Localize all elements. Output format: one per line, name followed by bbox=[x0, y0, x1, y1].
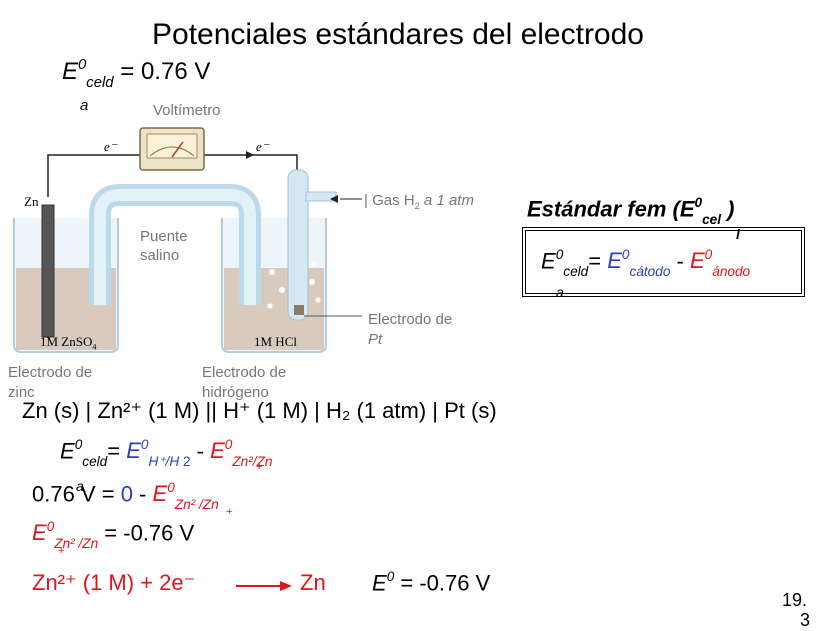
cell-potential: E0celd = 0.76 V bbox=[62, 56, 211, 92]
equation-2: 0.76 V = 0 - E0Zn² /Zn bbox=[32, 479, 219, 512]
gas-arrow-head bbox=[330, 195, 338, 203]
pt-electrode-label-1: Electrodo de bbox=[368, 311, 453, 328]
reduction-reaction-lhs: Zn²⁺ (1 M) + 2e⁻ bbox=[32, 570, 196, 595]
voltmeter-dial bbox=[146, 133, 198, 159]
right-wire-arrow bbox=[246, 151, 254, 159]
pt-foil bbox=[294, 305, 304, 315]
standard-emf-heading: Estándar fem (E0cel ) bbox=[527, 194, 735, 227]
page-number-overflow: 3 bbox=[800, 610, 811, 630]
salt-bridge-label-2: salino bbox=[140, 247, 180, 264]
electron-left-label: e⁻ bbox=[104, 139, 117, 154]
hydrogen-tube bbox=[287, 169, 309, 321]
cell-notation: Zn (s) | Zn²⁺ (1 M) || H⁺ (1 M) | H₂ (1 … bbox=[22, 398, 497, 423]
salt-bridge-inner bbox=[94, 189, 256, 305]
page-title: Potenciales estándares del electrodo bbox=[152, 18, 644, 51]
equation-3: E0Zn² /Zn = -0.76 V bbox=[32, 518, 195, 551]
standard-emf-formula-overflow: a bbox=[556, 284, 564, 300]
gas-label: | Gas H2 a 1 atm bbox=[364, 192, 474, 211]
zinc-electrode-label-1: Electrodo de bbox=[8, 364, 93, 381]
zn-label: Zn bbox=[24, 194, 39, 209]
cell-potential-sub-overflow: a bbox=[80, 97, 89, 114]
page-number: 19. bbox=[782, 590, 808, 610]
equation-2-overflow: a bbox=[76, 478, 84, 494]
voltmeter-scale bbox=[149, 146, 195, 157]
hydrogen-electrode-label-1: Electrodo de bbox=[202, 364, 287, 381]
left-wire bbox=[47, 154, 145, 197]
left-beaker-label: 1M ZnSO4 bbox=[40, 334, 97, 352]
zinc-rod bbox=[41, 204, 55, 338]
standard-emf-formula: E0celd= E0cátodo - E0ánodo bbox=[541, 246, 751, 279]
equation-3-plus: + bbox=[58, 545, 65, 557]
equation-1: E0celd= E0H⁺/H 2 - E0Zn²/Zn bbox=[60, 436, 273, 469]
right-wire bbox=[200, 154, 298, 170]
zinc-electrode-label-2: zinc bbox=[8, 384, 35, 401]
standard-emf-heading-overflow: l bbox=[736, 226, 740, 242]
voltmeter-label: Voltímetro bbox=[153, 102, 221, 119]
hydrogen-electrode-label-2: hidrógeno bbox=[202, 384, 269, 401]
salt-bridge-label-1: Puente bbox=[140, 228, 188, 245]
standard-emf-box bbox=[522, 227, 805, 297]
right-beaker-label: 1M HCl bbox=[254, 334, 297, 349]
electron-right-label: e⁻ bbox=[256, 139, 269, 154]
pt-electrode-label-2: Pt bbox=[368, 331, 383, 348]
reduction-reaction-rhs: Zn bbox=[300, 570, 326, 595]
reaction-arrow bbox=[236, 581, 292, 591]
reduction-potential: E0 = -0.76 V bbox=[372, 568, 491, 596]
voltmeter-needle bbox=[171, 141, 184, 158]
equation-1-plus: + bbox=[256, 461, 263, 473]
equation-2-plus: + bbox=[226, 506, 233, 518]
